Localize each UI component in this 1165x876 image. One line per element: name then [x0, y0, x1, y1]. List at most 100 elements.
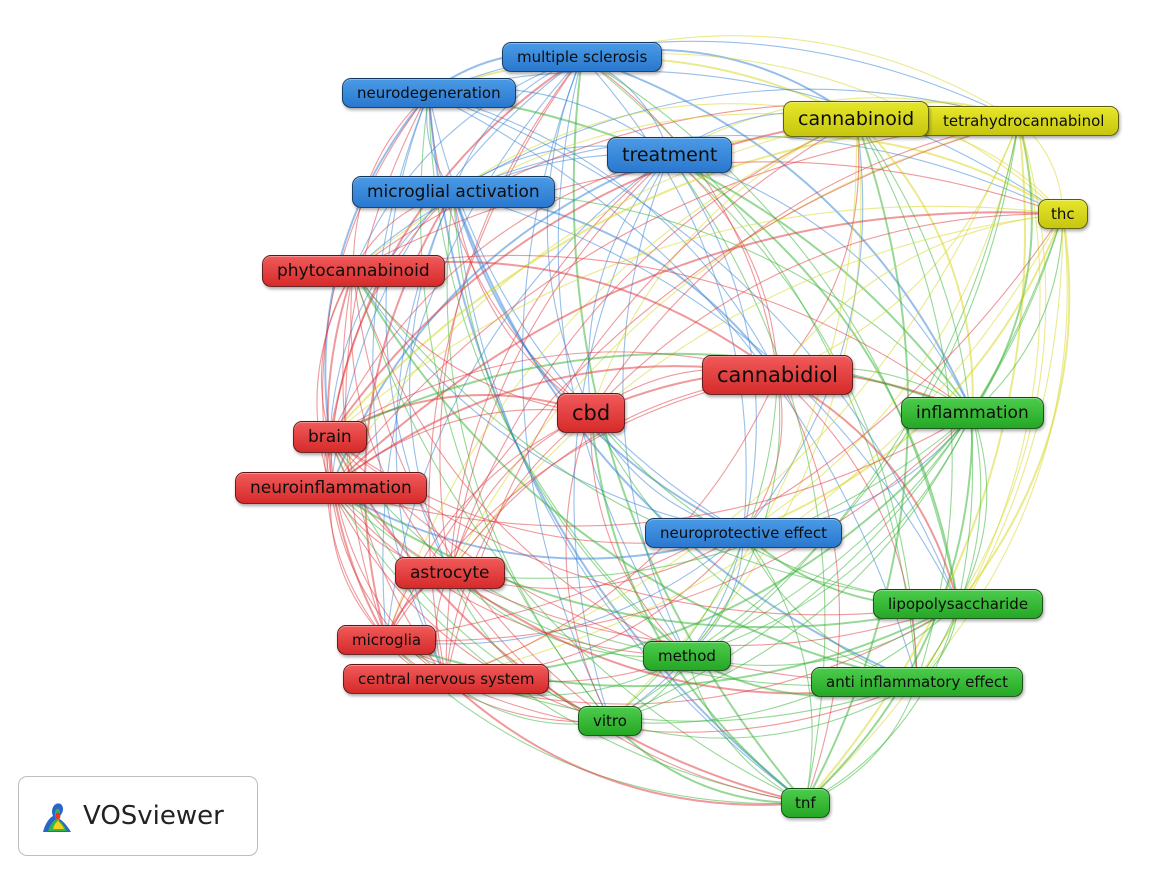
node-anti-inflammatory-effect[interactable]: anti inflammatory effect — [811, 667, 1024, 697]
network-link — [330, 487, 611, 722]
network-link — [743, 118, 864, 534]
vosviewer-logo-icon — [43, 803, 71, 832]
network-link — [855, 118, 974, 605]
network-link — [565, 412, 611, 722]
network-link — [777, 374, 918, 683]
network-link — [385, 412, 592, 641]
node-neurodegeneration[interactable]: neurodegeneration — [342, 78, 516, 108]
network-link — [326, 436, 387, 641]
network-link — [330, 409, 592, 489]
network-link — [972, 213, 1064, 414]
node-thc[interactable]: thc — [1038, 199, 1088, 229]
network-link — [330, 487, 447, 680]
network-link — [669, 154, 757, 534]
network-link — [428, 70, 1064, 215]
node-multiple-sclerosis[interactable]: multiple sclerosis — [502, 42, 663, 72]
node-cannabinoid[interactable]: cannabinoid — [783, 101, 930, 137]
network-link — [686, 213, 1064, 657]
network-link — [957, 120, 1047, 605]
network-link — [452, 191, 806, 804]
network-link — [329, 352, 973, 438]
network-link — [329, 154, 670, 438]
node-brain[interactable]: brain — [293, 421, 367, 453]
network-link — [386, 213, 1064, 641]
network-link — [686, 118, 862, 657]
network-link — [581, 56, 959, 605]
network-link — [364, 191, 455, 641]
node-method[interactable]: method — [643, 641, 731, 671]
network-link — [609, 720, 806, 805]
network-link — [330, 487, 688, 657]
network-link — [352, 270, 744, 534]
network-link — [587, 154, 671, 414]
network-link — [590, 120, 1019, 414]
network-link — [777, 118, 860, 376]
network-link — [590, 412, 688, 657]
network-link — [957, 412, 988, 605]
network-link — [326, 270, 388, 641]
network-link — [446, 374, 779, 680]
network-link — [386, 412, 973, 642]
network-link — [452, 191, 918, 683]
node-microglia[interactable]: microglia — [337, 625, 437, 655]
network-link — [329, 118, 857, 438]
node-astrocyte[interactable]: astrocyte — [395, 557, 505, 589]
network-link — [449, 213, 1063, 574]
network-link — [590, 412, 806, 804]
network-link — [330, 211, 1063, 489]
node-cannabidiol[interactable]: cannabidiol — [702, 355, 853, 395]
network-link — [330, 56, 583, 489]
network-link — [316, 270, 354, 489]
network-link — [609, 603, 959, 724]
network-link — [916, 213, 1068, 683]
network-link — [590, 118, 857, 414]
network-link — [590, 213, 1063, 414]
network-link — [686, 412, 973, 657]
network-link — [446, 213, 1064, 680]
network-link — [445, 678, 806, 806]
network-link — [445, 412, 592, 680]
node-neuroinflammation[interactable]: neuroinflammation — [235, 472, 427, 504]
network-link — [329, 191, 454, 438]
node-lipopolysaccharide[interactable]: lipopolysaccharide — [873, 589, 1044, 619]
network-link — [330, 118, 857, 489]
network-link — [329, 205, 1063, 438]
network-link — [609, 213, 1064, 722]
network-link — [777, 374, 841, 804]
node-treatment[interactable]: treatment — [607, 137, 733, 173]
network-link — [350, 270, 451, 574]
network-link — [446, 191, 611, 722]
network-link — [669, 154, 959, 605]
node-central-nervous-system[interactable]: central nervous system — [343, 664, 550, 694]
network-link — [805, 603, 959, 804]
network-link — [609, 412, 973, 722]
node-vitro[interactable]: vitro — [578, 706, 642, 736]
network-link — [855, 118, 974, 414]
network-link — [329, 487, 387, 641]
network-link — [352, 270, 688, 657]
node-tetrahydrocannabinol[interactable]: tetrahydrocannabinol — [918, 106, 1120, 136]
network-link — [352, 113, 857, 272]
network-link — [743, 120, 1020, 534]
node-microglial-activation[interactable]: microglial activation — [352, 176, 555, 208]
network-link — [352, 56, 583, 272]
network-link — [449, 120, 1019, 574]
node-inflammation[interactable]: inflammation — [901, 397, 1044, 429]
node-phytocannabinoid[interactable]: phytocannabinoid — [262, 255, 445, 287]
network-link — [449, 412, 973, 579]
network-link — [382, 56, 583, 641]
node-neuroprotective-effect[interactable]: neuroprotective effect — [645, 518, 842, 548]
vosviewer-brand-badge: VOSviewer — [18, 776, 258, 856]
network-link — [324, 92, 430, 438]
network-link — [777, 374, 959, 605]
network-link — [428, 92, 744, 534]
network-link — [386, 120, 1019, 641]
network-link — [609, 681, 918, 739]
network-link — [352, 92, 430, 272]
network-link — [385, 118, 857, 641]
node-cbd[interactable]: cbd — [557, 393, 626, 433]
brand-name: VOSviewer — [83, 801, 224, 831]
node-tnf[interactable]: tnf — [781, 788, 830, 818]
network-link — [572, 56, 807, 804]
